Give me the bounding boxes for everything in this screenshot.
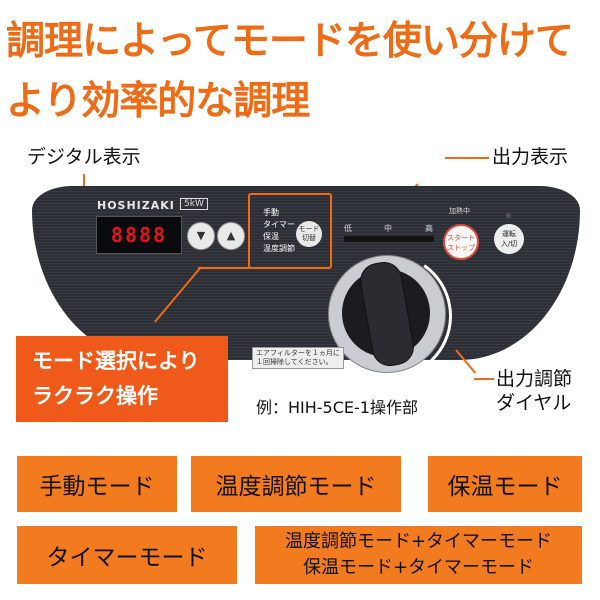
mode-box-combo-line-1: 温度調節モード+タイマーモード [284, 531, 553, 552]
level-high: 高 [425, 224, 433, 233]
mode-item-temp-control: 温度調節 [263, 244, 295, 253]
callout-digital-display: デジタル表示 [27, 146, 141, 168]
output-level-bar [344, 236, 434, 242]
mode-box-combination: 温度調節モード+タイマーモード 保温モード+タイマーモード [255, 526, 582, 584]
heating-indicator-led [506, 213, 511, 218]
mode-switch-label-1: モード [298, 225, 320, 233]
callout-output-display: 出力表示 [492, 146, 569, 168]
mode-box-keep-warm: 保温モード [428, 456, 582, 512]
headline-line-2: より効率的な調理 [6, 79, 310, 124]
model-caption: 例：HIH-5CE-1操作部 [256, 398, 418, 417]
mode-switch-label-2: 切替 [302, 234, 316, 242]
filter-note-line-1: エアフィルターを１ヵ月に [256, 349, 340, 357]
mode-box-temp-control: 温度調節モード [191, 456, 401, 512]
power-label-1: 運転 [502, 230, 516, 238]
power-label-2: 入/切 [500, 240, 518, 248]
control-panel [32, 186, 580, 360]
power-rating-badge: 5kW [180, 198, 208, 210]
level-mid: 中 [384, 224, 392, 233]
filter-note-line-2: １回掃除してください。 [256, 358, 333, 366]
mode-box-timer: タイマーモード [17, 526, 237, 584]
mode-item-keep-warm: 保温 [263, 232, 279, 241]
mode-switch-button[interactable]: モード 切替 [296, 221, 322, 247]
mode-list: 手動 タイマー 保温 温度調節 [263, 207, 295, 255]
down-button[interactable]: ▼ [187, 222, 215, 250]
brand-logo: HOSHIZAKI [97, 199, 175, 212]
highlight-line-1: モード選択により [32, 349, 200, 373]
callout-output-dial: 出力調節 ダイヤル [496, 368, 572, 416]
mode-highlight-frame [248, 193, 332, 269]
mode-box-combo-line-2: 保温モード+タイマーモード [302, 557, 535, 578]
mode-item-manual: 手動 [263, 208, 279, 217]
mode-selection-highlight: モード選択により ラクラク操作 [16, 336, 228, 422]
up-button[interactable]: ▲ [217, 222, 245, 250]
callout-output-dial-line-1: 出力調節 [496, 368, 573, 390]
callout-output-dial-line-2: ダイヤル [496, 391, 572, 414]
callout-line-dial-h [474, 378, 494, 380]
mode-item-timer: タイマー [263, 220, 295, 229]
callout-line-output-h [445, 157, 489, 159]
digital-display: 8888 [96, 216, 182, 254]
callout-line-mode-h [198, 267, 250, 269]
mode-box-manual: 手動モード [17, 456, 177, 512]
start-stop-button[interactable]: スタート ストップ [443, 224, 479, 260]
headline-line-1: 調理によってモードを使い分けて [6, 19, 574, 64]
start-label: スタート [447, 234, 475, 242]
filter-note: エアフィルターを１ヵ月に １回掃除してください。 [252, 347, 344, 369]
heating-label: 加熱中 [449, 207, 470, 215]
level-low: 低 [344, 224, 352, 233]
power-button[interactable]: 運転 入/切 [494, 224, 524, 254]
stop-label: ストップ [447, 244, 475, 252]
highlight-line-2: ラクラク操作 [32, 384, 158, 408]
